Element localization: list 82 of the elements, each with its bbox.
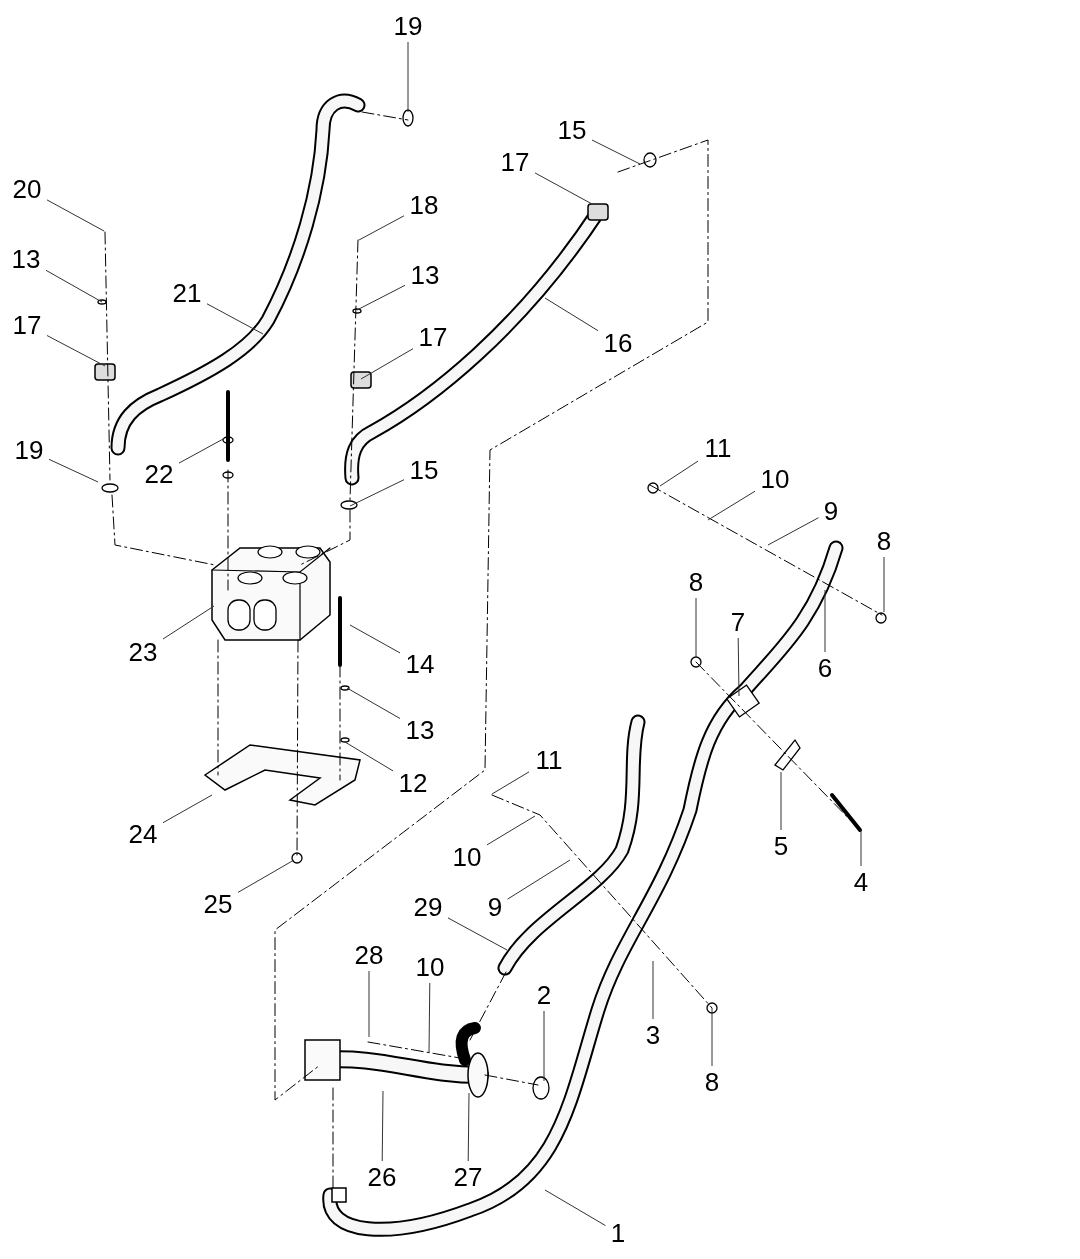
leader-line xyxy=(707,490,756,521)
callout-number: 13 xyxy=(410,261,440,289)
leader-line xyxy=(206,303,264,335)
callout-number: 23 xyxy=(128,638,158,666)
callout-number: 5 xyxy=(773,832,789,860)
leader-line xyxy=(544,297,599,332)
callout-number: 18 xyxy=(409,191,439,219)
callout-number: 8 xyxy=(688,568,704,596)
leader-line xyxy=(237,859,295,893)
callout-number: 16 xyxy=(603,329,633,357)
leader-line xyxy=(652,960,654,1020)
leader-line xyxy=(358,215,405,241)
leader-line xyxy=(349,624,401,654)
callout-number: 15 xyxy=(409,456,439,484)
leader-line xyxy=(711,1007,713,1067)
leader-line xyxy=(407,41,409,113)
leader-line xyxy=(447,917,508,951)
leader-line xyxy=(428,982,431,1054)
leader-line xyxy=(467,1092,470,1162)
callout-number: 4 xyxy=(853,868,869,896)
leader-line xyxy=(737,637,740,697)
leader-line xyxy=(486,815,536,846)
leader-line xyxy=(591,139,641,165)
callout-number: 21 xyxy=(172,279,202,307)
leader-line xyxy=(543,1010,545,1082)
callout-number: 14 xyxy=(405,650,435,678)
callout-number: 27 xyxy=(453,1163,483,1191)
leader-line xyxy=(45,269,103,303)
callout-number: 8 xyxy=(876,527,892,555)
callout-number: 17 xyxy=(500,148,530,176)
leader-line xyxy=(767,517,819,546)
callout-number: 13 xyxy=(405,716,435,744)
leader-line xyxy=(824,589,826,653)
callout-number: 19 xyxy=(393,12,423,40)
callout-number: 19 xyxy=(14,436,44,464)
callout-number: 29 xyxy=(413,893,443,921)
leader-line xyxy=(780,771,782,831)
callout-number: 22 xyxy=(144,460,174,488)
leader-line xyxy=(695,597,697,658)
callout-number: 25 xyxy=(203,890,233,918)
callout-number: 3 xyxy=(645,1021,661,1049)
leader-line xyxy=(360,348,414,380)
callout-number: 6 xyxy=(817,654,833,682)
leader-line xyxy=(178,437,226,464)
callout-number: 9 xyxy=(487,893,503,921)
leader-line xyxy=(368,970,370,1038)
leader-line xyxy=(46,199,105,232)
leader-line xyxy=(48,458,99,483)
leader-line xyxy=(46,335,106,367)
callout-number: 20 xyxy=(12,175,42,203)
callout-number: 7 xyxy=(730,608,746,636)
leader-line xyxy=(356,284,406,311)
callout-number: 26 xyxy=(367,1163,397,1191)
leader-line xyxy=(860,829,862,867)
callout-number: 15 xyxy=(557,116,587,144)
leader-line xyxy=(544,1189,606,1227)
callout-number: 9 xyxy=(823,497,839,525)
leader-line xyxy=(346,687,401,719)
leader-line xyxy=(491,771,530,795)
leader-line xyxy=(507,859,571,900)
callout-number: 10 xyxy=(760,465,790,493)
leader-line xyxy=(162,794,213,824)
callout-number: 13 xyxy=(11,245,41,273)
callout-number: 11 xyxy=(704,434,732,462)
leader-line xyxy=(381,1090,384,1162)
callout-number: 2 xyxy=(536,981,552,1009)
callout-number: 12 xyxy=(398,769,428,797)
callout-number: 10 xyxy=(415,953,445,981)
leader-line xyxy=(344,741,394,772)
leader-line xyxy=(883,556,885,613)
leader-line xyxy=(659,460,699,487)
callout-number: 11 xyxy=(535,746,563,774)
callout-number: 8 xyxy=(704,1068,720,1096)
callout-number: 24 xyxy=(128,820,158,848)
callout-number: 28 xyxy=(354,941,384,969)
callout-number: 10 xyxy=(452,843,482,871)
leader-line xyxy=(534,172,593,205)
leader-line xyxy=(162,605,215,640)
callout-number: 17 xyxy=(12,311,42,339)
callout-number: 17 xyxy=(418,323,448,351)
callout-number: 1 xyxy=(610,1219,626,1247)
leader-line xyxy=(349,479,405,507)
